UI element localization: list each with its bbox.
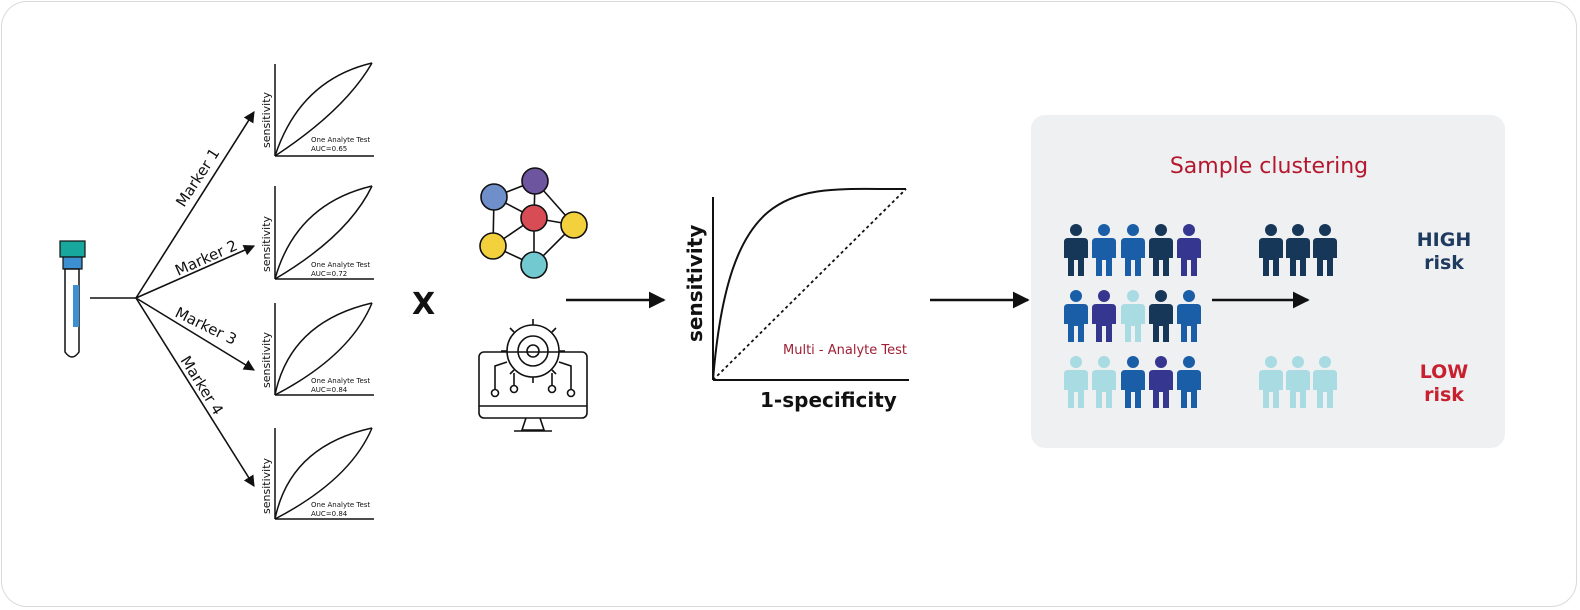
mini-roc-2-ylabel: sensitivity	[260, 215, 273, 272]
computer-gear-icon	[478, 319, 588, 432]
mini-roc-3-test: One Analyte Test	[311, 377, 370, 385]
people-grid	[1064, 224, 1201, 408]
mini-roc-2-test: One Analyte Test	[311, 261, 370, 269]
mini-roc-3: sensitivity One Analyte Test AUC=0.84	[260, 302, 374, 396]
mini-roc-2-auc: AUC=0.72	[311, 270, 347, 278]
marker-2-label: Marker 2	[172, 236, 240, 279]
mini-roc-4-test: One Analyte Test	[311, 501, 370, 509]
network-graph-icon	[479, 167, 588, 279]
mini-roc-1-auc: AUC=0.65	[311, 145, 347, 153]
main-roc-xlabel: 1-specificity	[760, 388, 897, 412]
main-roc-chart: sensitivity 1-specificity Multi - Analyt…	[683, 187, 909, 412]
multiply-symbol: X	[412, 287, 435, 322]
main-roc-curve-label: Multi - Analyte Test	[783, 343, 907, 358]
mini-roc-3-auc: AUC=0.84	[311, 386, 348, 394]
mini-roc-4-auc: AUC=0.84	[311, 510, 348, 518]
high-risk-label-line1: HIGH	[1417, 229, 1471, 251]
mini-roc-1: sensitivity One Analyte Test AUC=0.65	[260, 62, 374, 157]
main-roc-ylabel: sensitivity	[683, 225, 707, 342]
mini-roc-4-ylabel: sensitivity	[260, 457, 273, 514]
mini-roc-4: sensitivity One Analyte Test AUC=0.84	[260, 427, 374, 520]
high-risk-label-line2: risk	[1424, 252, 1464, 274]
mini-roc-3-ylabel: sensitivity	[260, 331, 273, 388]
mini-roc-2: sensitivity One Analyte Test AUC=0.72	[260, 185, 374, 280]
clustering-title: Sample clustering	[1170, 154, 1368, 179]
mini-roc-1-test: One Analyte Test	[311, 136, 370, 144]
mini-roc-1-ylabel: sensitivity	[260, 91, 273, 148]
low-risk-label-line2: risk	[1424, 384, 1464, 406]
marker-branches	[90, 111, 256, 487]
low-risk-label-line1: LOW	[1420, 361, 1469, 383]
clustering-panel	[1031, 115, 1505, 448]
sample-tube-icon	[59, 240, 86, 358]
marker-4-label: Marker 4	[177, 353, 227, 419]
